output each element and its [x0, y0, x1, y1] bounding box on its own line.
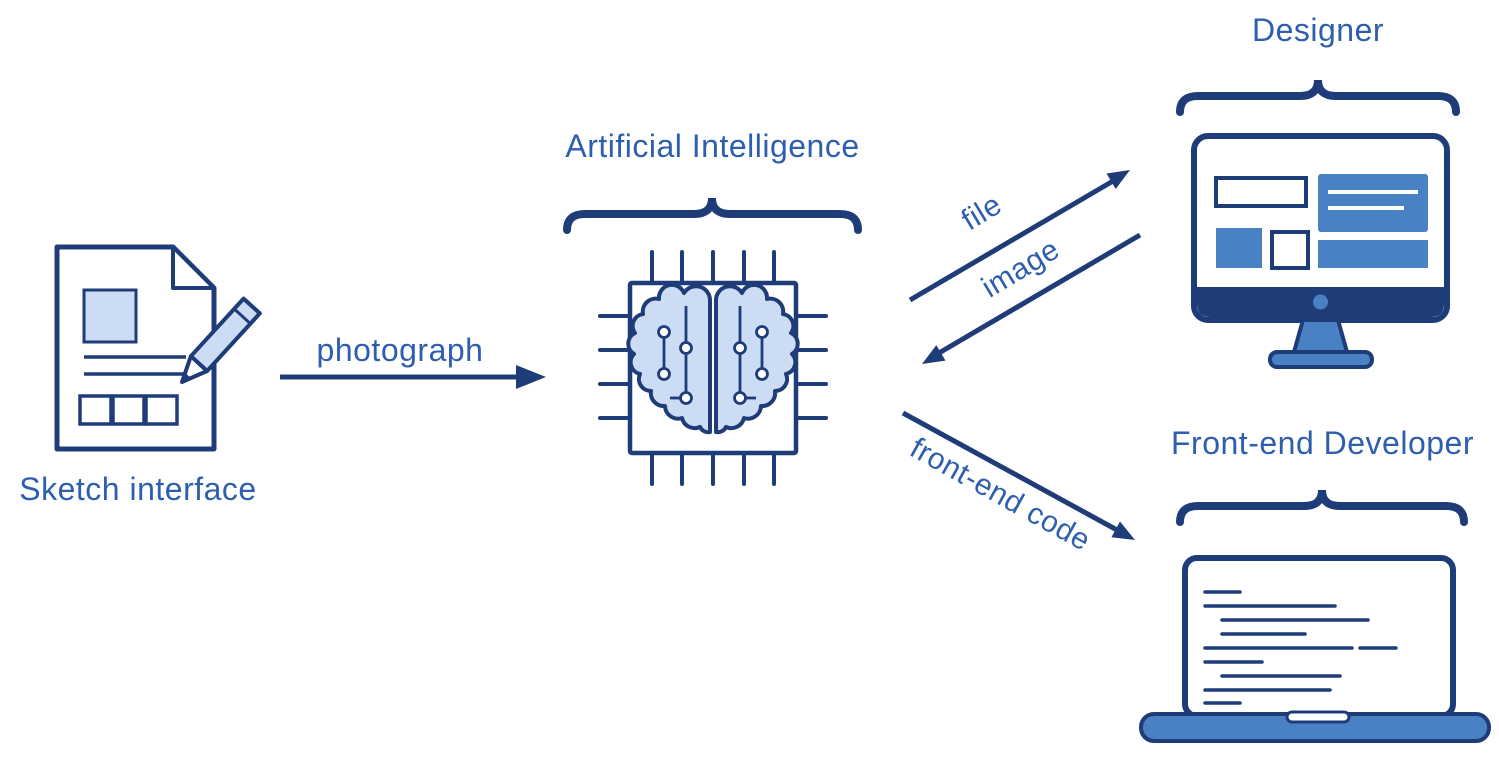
designer-brace	[1176, 79, 1460, 116]
brain-chip-icon	[598, 250, 828, 486]
frontend-developer-label: Front-end Developer	[1171, 425, 1474, 461]
sketch-interface-label: Sketch interface	[19, 471, 257, 507]
chip-pins	[598, 250, 828, 486]
image-arrow	[922, 232, 1142, 364]
sketch-document-icon	[54, 244, 217, 452]
file-arrow	[908, 170, 1130, 303]
photograph-arrow	[280, 365, 546, 389]
ai-brace	[563, 197, 862, 234]
laptop-code-lines	[1203, 590, 1398, 705]
brain-circuit-traces	[662, 306, 764, 400]
laptop-code-icon	[1139, 555, 1491, 743]
developer-brace	[1176, 489, 1468, 526]
desktop-monitor-icon	[1191, 133, 1450, 369]
pencil-icon	[180, 296, 262, 384]
photograph-arrow-label: photograph	[316, 332, 484, 368]
designer-label: Designer	[1251, 12, 1385, 48]
artificial-intelligence-label: Artificial Intelligence	[565, 128, 860, 164]
frontend-code-arrow	[901, 410, 1135, 540]
brain-circuit-nodes	[657, 325, 769, 405]
